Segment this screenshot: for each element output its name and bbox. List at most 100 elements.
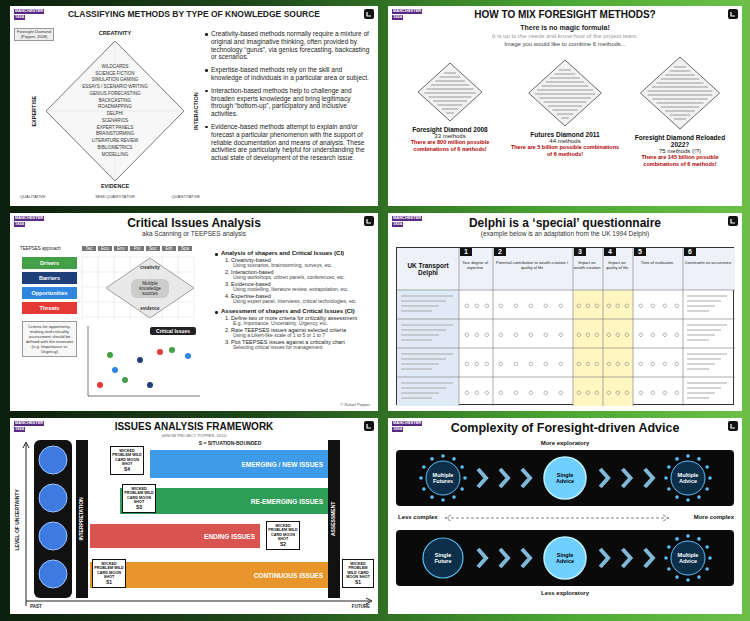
future-dot [419, 476, 423, 480]
label-text: More complex [674, 514, 734, 521]
future-dot [664, 476, 668, 480]
future-dot [675, 575, 679, 579]
wicked-box: WICKED PROBLEM WILD CARD MOON SHOTS2 [266, 521, 300, 550]
slide-bg [388, 418, 742, 614]
label-text: Assessment of shapers and Critical Issue… [215, 308, 373, 315]
label-text: Using scenarios, brainstorming, surveys,… [215, 263, 373, 269]
label-text: TEEPSES approach [20, 246, 75, 251]
future-dot [667, 487, 671, 491]
node-text: BIBLIOMETRICS [98, 145, 133, 152]
thumbnail-outline [418, 63, 482, 121]
node-text: There are 145 billion possible combinati… [626, 154, 734, 167]
future-dot [705, 567, 709, 571]
label-text: Impact on quality of life [603, 261, 631, 270]
advice-row [396, 450, 734, 506]
slide-panel: Complexity of Foresight-driven AdviceMul… [388, 418, 742, 614]
node-text: (example below is an adaptation from the… [388, 230, 742, 238]
wicked-box: WICKED PROBLEM WILD CARD MOON SHOTS3 [122, 484, 156, 513]
thumbnail [626, 55, 734, 131]
knowledge-diamond-outline [106, 258, 194, 318]
circle-outline [671, 461, 705, 495]
label-text: 1824 [14, 15, 25, 20]
node-text: CLASSIFYING METHODS BY TYPE OF KNOWLEDGE… [50, 9, 338, 19]
corner-logo [728, 216, 738, 226]
table-lines [397, 248, 735, 406]
node-text: GENIUS FORECASTING [89, 91, 140, 98]
label-text: 1824 [14, 222, 25, 227]
node-text: SCENARIOS [102, 118, 129, 125]
label-text: 3 [574, 248, 586, 256]
diamond-image: Futures Diamond 201144 methodsThere are … [510, 58, 620, 157]
diamond-image: Foresight Diamond 200833 methodsThere ar… [400, 61, 500, 152]
signal-circles [39, 446, 67, 588]
node-text: BACKCASTING [99, 98, 131, 105]
teepses-grid [82, 256, 194, 320]
corner-logo [364, 9, 374, 19]
node-text: evidence [140, 306, 159, 311]
issue-dot [147, 382, 153, 388]
thumbnail [510, 58, 620, 128]
future-dot [705, 545, 709, 549]
future-dot [460, 487, 464, 491]
slide-bg [10, 213, 378, 411]
label-text: 1824 [392, 427, 403, 432]
node-text: Delphi is a ‘special’ questionnaire [432, 216, 698, 230]
advice-row [396, 530, 734, 586]
label-text: Using workshops, citizen panels, confere… [215, 275, 373, 281]
label-text: Expertise-based methods rely on the skil… [205, 66, 373, 82]
label-text: MANCHESTER [392, 9, 422, 14]
future-dot [686, 578, 690, 582]
corner-logo [364, 9, 738, 431]
corner-logo [364, 421, 374, 431]
category-box: Drivers [22, 257, 77, 269]
node-text: There are 800 million possible combinati… [400, 139, 500, 152]
signal-circle [39, 446, 67, 474]
future-dot [452, 495, 456, 499]
slide-panel: ISSUES ANALYSIS FRAMEWORKEMERGING / NEW … [10, 418, 378, 614]
issue-dot [185, 353, 191, 359]
future-dot [697, 457, 701, 461]
node-text: MODELLING [102, 152, 129, 159]
future-dot [686, 498, 690, 502]
node-text: S3 [124, 504, 154, 510]
issue-band: EMERGING / NEW ISSUES [150, 450, 328, 478]
node-text: Single Advice [550, 472, 580, 485]
label-text: Spa [178, 246, 192, 251]
label-text: FUTURE [320, 604, 370, 609]
label-text: Less exploratory [388, 590, 742, 597]
label-text: MANCHESTER [14, 216, 44, 221]
label-text: Interaction-based methods help to challe… [205, 87, 373, 118]
node-text: Futures Diamond 2011 [510, 131, 620, 138]
signal-circle [39, 522, 67, 550]
label-text: Using a Likert-like scale of 1 to 5 or 1… [215, 333, 373, 339]
label-text: 1824 [14, 427, 25, 432]
label-text: Constraints on occurrence [683, 261, 733, 266]
node-text: Critical Issues Analysis [54, 216, 334, 230]
label-text: PAST [30, 604, 70, 609]
issue-dot [137, 357, 143, 363]
future-dot [452, 457, 456, 461]
advice-circle: Multiple Advice [663, 453, 713, 503]
advice-circle: Single Advice [540, 533, 590, 583]
node-text: ESSAYS / SCENARIO WRITING [82, 84, 148, 91]
diamond-thumbnail [510, 58, 620, 128]
future-dot [664, 556, 668, 560]
chevron-connector [600, 549, 653, 567]
label-text: Tec [82, 246, 96, 251]
node-text: LITERATURE REVIEW [92, 138, 139, 145]
label-text: 1824 [392, 222, 403, 227]
circle-outline [544, 457, 586, 499]
future-dot [686, 454, 690, 458]
node-text: SIMULATION GAMING [92, 77, 139, 84]
future-dot [675, 457, 679, 461]
node-text: WICKED PROBLEM WILD CARD MOON SHOT [124, 487, 154, 504]
issue-dot [97, 382, 103, 388]
thumbnail-outline [529, 60, 602, 126]
future-dot [675, 495, 679, 499]
node-text: UK Transport Delphi [400, 262, 456, 277]
label-text: MANCHESTER [392, 421, 422, 426]
signal-circle [39, 484, 67, 512]
label-text: Potential contribution to wealth creatio… [493, 261, 571, 270]
node-text: HOW TO MIX FORESIGHT METHODS? [432, 9, 698, 21]
chevron-connector [600, 469, 653, 487]
